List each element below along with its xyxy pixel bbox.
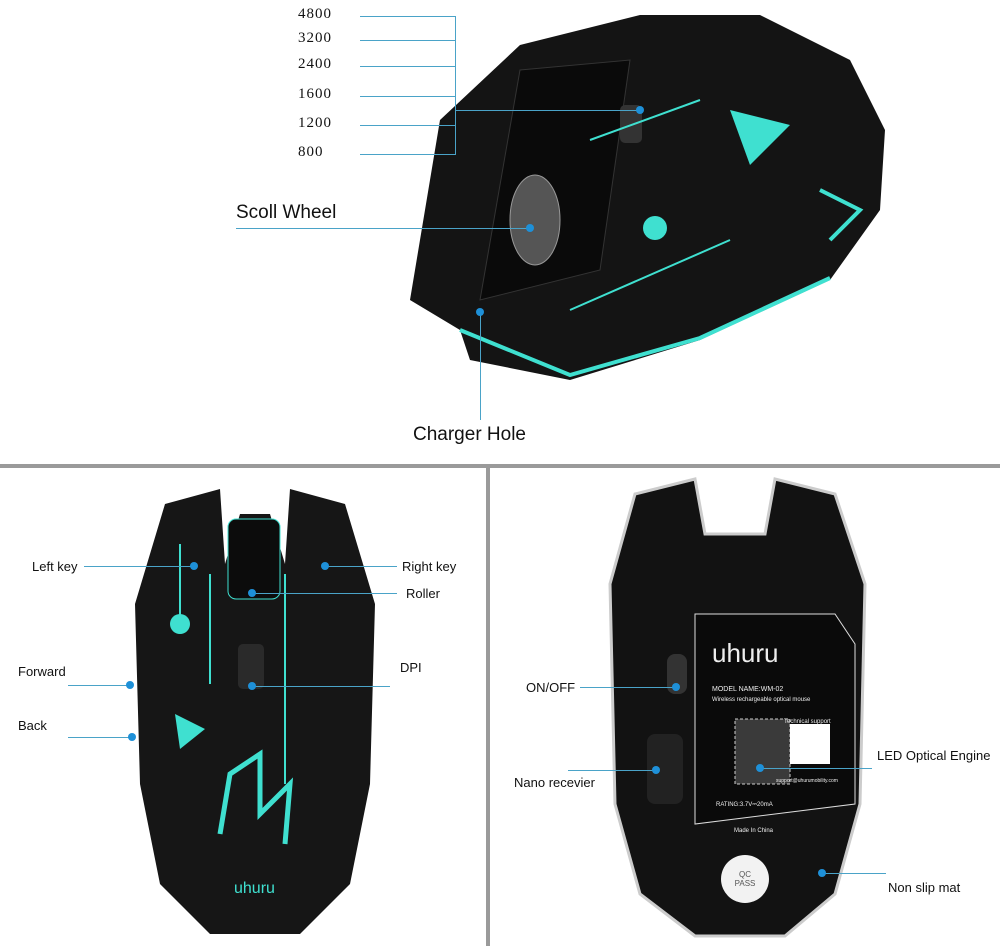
- front-mouse-image: [135, 489, 375, 934]
- label-brand: uhuru: [712, 638, 779, 668]
- on-off-dot: [672, 683, 680, 691]
- right-key-label: Right key: [402, 559, 457, 574]
- tech-support: Technical support: [784, 719, 831, 725]
- non-slip-mat-dot: [818, 869, 826, 877]
- right-key-dot: [321, 562, 329, 570]
- qc-pass-sticker: QC PASS: [734, 870, 756, 888]
- callout-line: [568, 770, 656, 771]
- callout-line: [325, 566, 397, 567]
- divider-horizontal: [0, 464, 1000, 468]
- callout-line: [760, 768, 872, 769]
- front-brand-logo: uhuru: [234, 880, 275, 897]
- model-description: Wireless rechargeable optical mouse: [712, 697, 811, 703]
- dpi-800: 800: [298, 144, 324, 160]
- on-off-label: ON/OFF: [526, 680, 576, 695]
- callout-line: [360, 66, 455, 67]
- divider-vertical: [486, 468, 490, 946]
- back-label: Back: [18, 718, 47, 733]
- callout-line: [68, 685, 130, 686]
- dpi-label: DPI: [400, 660, 422, 675]
- callout-line: [360, 40, 455, 41]
- dpi-1600: 1600: [298, 86, 332, 102]
- non-slip-mat-label: Non slip mat: [888, 880, 961, 895]
- led-optical-engine-dot: [756, 764, 764, 772]
- callout-line: [360, 154, 455, 155]
- dpi-button-dot: [636, 106, 644, 114]
- forward-label: Forward: [18, 664, 66, 679]
- support-email: support@uhurumobility.com: [776, 778, 838, 784]
- callout-line: [360, 125, 455, 126]
- left-key-label: Left key: [32, 559, 78, 574]
- model-name: MODEL NAME:WM-02: [712, 686, 784, 693]
- callout-line: [68, 737, 132, 738]
- back-dot: [128, 733, 136, 741]
- scroll-wheel-label: Scoll Wheel: [236, 202, 337, 223]
- callout-line: [84, 566, 194, 567]
- callout-line: [236, 228, 530, 229]
- led-optical-engine-label: LED Optical Engine: [877, 748, 991, 763]
- callout-line: [455, 16, 456, 155]
- top-mouse-image: [410, 15, 885, 380]
- nano-receiver-label: Nano recevier: [514, 775, 595, 790]
- callout-line: [360, 96, 455, 97]
- left-key-dot: [190, 562, 198, 570]
- dpi-3200: 3200: [298, 30, 332, 46]
- charger-hole-dot: [476, 308, 484, 316]
- callout-line: [580, 687, 676, 688]
- made-in: Made In China: [734, 828, 774, 834]
- rating: RATING:3.7V⎓20mA: [716, 802, 773, 808]
- callout-line: [455, 110, 640, 111]
- roller-dot: [248, 589, 256, 597]
- charger-hole-label: Charger Hole: [413, 424, 526, 445]
- callout-line: [480, 312, 481, 420]
- dpi-4800: 4800: [298, 6, 332, 22]
- callout-line: [822, 873, 886, 874]
- forward-dot: [126, 681, 134, 689]
- callout-line: [360, 16, 455, 17]
- dpi-1200: 1200: [298, 115, 332, 131]
- nano-receiver-dot: [652, 766, 660, 774]
- dpi-dot: [248, 682, 256, 690]
- roller-label: Roller: [406, 586, 440, 601]
- scroll-wheel-dot: [526, 224, 534, 232]
- callout-line: [252, 593, 397, 594]
- bottom-mouse-image: [608, 477, 867, 938]
- dpi-2400: 2400: [298, 56, 332, 72]
- callout-line: [252, 686, 390, 687]
